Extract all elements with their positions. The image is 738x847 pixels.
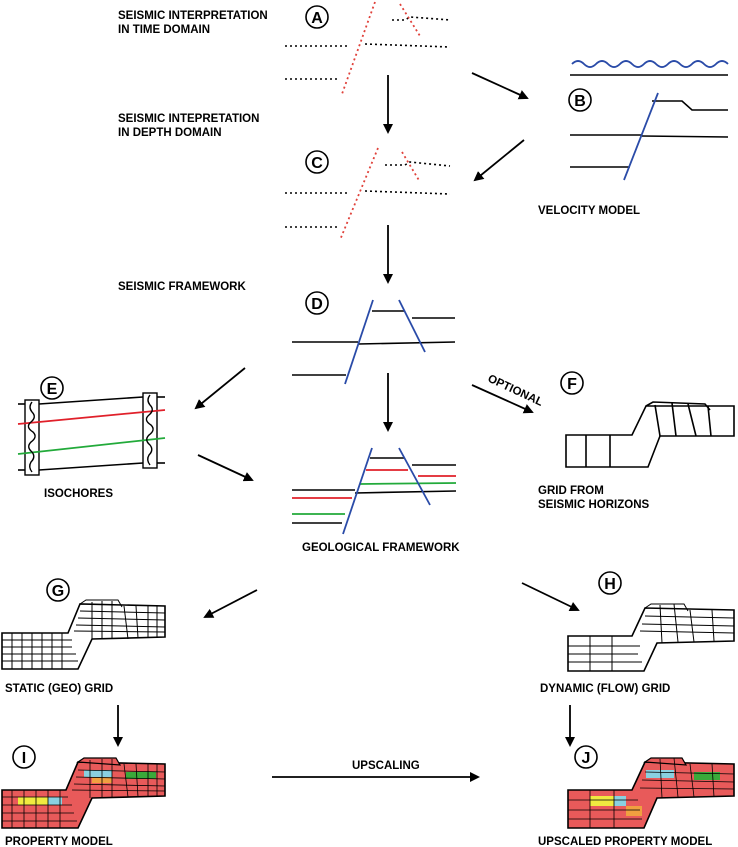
label-geological-framework: GEOLOGICAL FRAMEWORK [302,542,460,554]
label-grid-from-1: GRID FROM [538,485,604,497]
arrow-d-to-f [471,384,534,414]
step-marker-e: E [40,376,64,400]
label-upscaling: UPSCALING [352,760,420,772]
panel-i-property-model [1,757,166,829]
label-dynamic-grid: DYNAMIC (FLOW) GRID [540,683,670,695]
label-isochores: ISOCHORES [44,488,113,500]
panel-a-time-interpretation [285,1,451,95]
panel-c-depth-interpretation [285,147,451,241]
svg-text:A: A [311,10,323,27]
svg-text:J: J [582,750,591,767]
panel-j-upscaled-property-model [567,757,735,829]
step-marker-b: B [568,88,592,112]
panel-d-seismic-framework [292,299,456,385]
svg-text:F: F [567,376,577,393]
arrow-e-to-geo [197,454,254,482]
step-marker-a: A [305,5,329,29]
panel-geological-framework [292,447,457,535]
panel-h-dynamic-grid [567,603,735,672]
step-marker-j: J [574,745,598,769]
step-marker-f: F [560,371,584,395]
workflow-arrows [113,72,580,782]
step-marker-h: H [598,571,622,595]
label-optional: OPTIONAL [486,373,545,409]
panel-e-isochores [17,392,166,476]
label-depth-domain-1: SEISMIC INTEPRETATION [118,113,259,125]
panel-g-static-grid [1,599,166,670]
label-static-grid: STATIC (GEO) GRID [5,683,113,695]
svg-text:H: H [604,576,616,593]
arrow-d-to-e [194,367,246,410]
label-depth-domain-2: IN DEPTH DOMAIN [118,127,222,139]
svg-text:G: G [52,583,64,600]
label-time-domain-1: SEISMIC INTERPRETATION [118,10,268,22]
step-marker-g: G [46,578,70,602]
arrow-b-to-c [473,139,525,182]
svg-text:I: I [22,750,26,767]
panel-b-velocity-model [570,60,729,181]
label-velocity-model: VELOCITY MODEL [538,205,640,217]
step-marker-d: D [305,291,329,315]
label-upscaled-property-model: UPSCALED PROPERTY MODEL [538,836,712,847]
panel-f-horizon-grid [565,401,735,468]
svg-text:C: C [311,155,323,172]
label-grid-from-2: SEISMIC HORIZONS [538,499,650,511]
svg-text:B: B [574,93,586,110]
step-marker-i: I [12,745,36,769]
arrow-geo-to-h [521,582,580,612]
label-time-domain-2: IN TIME DOMAIN [118,24,210,36]
label-property-model: PROPERTY MODEL [5,836,113,847]
label-seismic-framework: SEISMIC FRAMEWORK [118,281,246,293]
arrow-geo-to-g [203,589,258,618]
arrow-a-to-b [471,72,529,100]
step-marker-c: C [305,150,329,174]
svg-text:E: E [47,381,58,398]
svg-text:D: D [311,296,323,313]
